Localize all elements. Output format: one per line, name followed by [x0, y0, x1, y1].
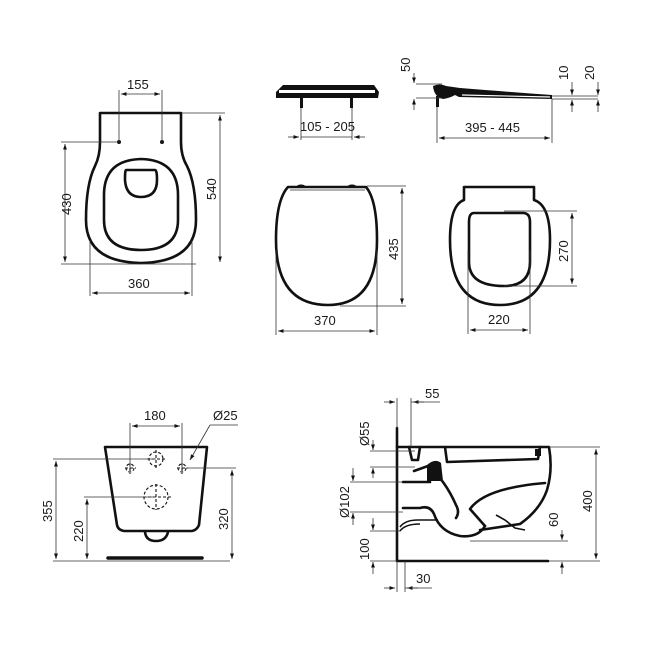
dim-opening-length: 270 [556, 240, 571, 262]
dim-bolt-spacing: 180 [144, 408, 166, 423]
dim-seat-offset: 20 [582, 66, 597, 80]
dim-fixing-to-front: 430 [59, 193, 74, 215]
dim-opening-width: 220 [488, 312, 510, 327]
top-view: 155 430 540 360 [59, 77, 225, 296]
bowl-outline [84, 111, 198, 265]
dim-seat-height: 50 [398, 58, 413, 72]
dim-fixing-spacing: 155 [127, 77, 149, 92]
dim-bolt-diameter: Ø25 [213, 408, 238, 423]
dim-inlet-diameter: Ø55 [357, 421, 372, 446]
seat-ring-outline [102, 157, 180, 252]
dim-bolt-height: 320 [216, 508, 231, 530]
seat-lid-view: 435 370 [274, 184, 406, 335]
dim-total-length: 540 [204, 178, 219, 200]
dim-base-clearance: 60 [546, 513, 561, 527]
dim-inlet-height: 355 [40, 500, 55, 522]
dim-lid-width: 370 [314, 313, 336, 328]
dim-outlet-height: 100 [357, 538, 372, 560]
bowl-opening [123, 168, 159, 199]
side-section-view: 55 Ø55 Ø102 100 400 60 30 [337, 386, 600, 592]
dim-inlet-offset: 55 [425, 386, 439, 401]
dim-lid-length: 435 [386, 238, 401, 260]
dim-hinge-spacing: 105 - 205 [300, 119, 355, 134]
seat-front-view: 105 - 205 [276, 85, 379, 140]
dim-seat-thickness: 10 [556, 66, 571, 80]
dim-width: 360 [128, 276, 150, 291]
dim-outlet-diameter: Ø102 [337, 486, 352, 518]
rear-view: 180 Ø25 355 220 320 [40, 408, 238, 562]
seat-side-view: 50 10 20 395 - 445 [398, 58, 600, 143]
dim-outlet-height: 220 [71, 520, 86, 542]
dim-hinge-to-front: 395 - 445 [465, 120, 520, 135]
seat-ring-view: 270 220 [448, 185, 577, 334]
dim-wall-offset: 30 [416, 571, 430, 586]
dim-bowl-height: 400 [580, 490, 595, 512]
